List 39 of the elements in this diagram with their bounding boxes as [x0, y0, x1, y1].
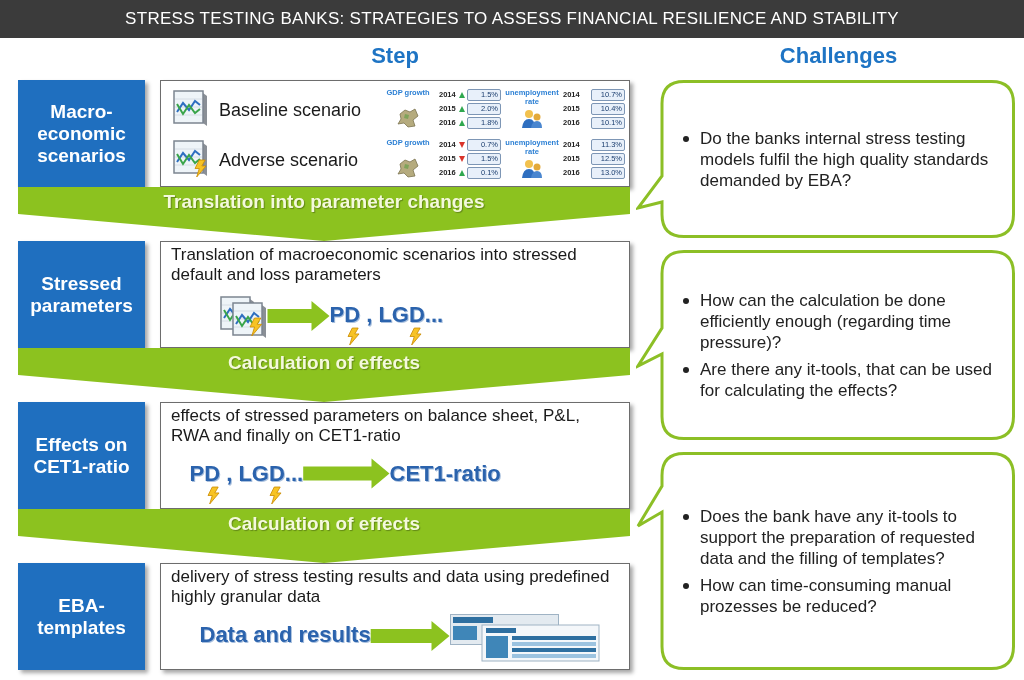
edge-label: Translation into parameter changes — [163, 190, 485, 213]
bullet-text: Are there any it-tools, that can be used for calculating the effects? — [700, 358, 993, 401]
chevron-arrow — [18, 348, 630, 402]
scenario-label: Baseline scenario — [219, 99, 362, 121]
chevron-arrow — [18, 509, 630, 563]
metric-text: CET1-ratio — [389, 460, 501, 487]
bullet-text: Do the banks internal stress testing models fulfil the high quality standards demanded by EBA? — [700, 127, 990, 191]
edge-label: Calculation of effects — [227, 512, 421, 535]
description-text: Translation of macroeconomic scenarios into stressed default and loss parameters — [171, 245, 578, 285]
speech-bubble — [636, 250, 1015, 440]
column-heading: Step — [370, 42, 420, 70]
arrow — [267, 301, 330, 331]
content-box — [160, 563, 630, 670]
metric-text: PD , LGD... — [329, 301, 444, 328]
step-box: Effects on CET1-ratio — [18, 402, 145, 509]
step-box: Macro-economic scenarios — [18, 80, 145, 187]
description-text: effects of stressed parameters on balance sheet, P&L, RWA and finally on CET1-ratio — [171, 406, 581, 446]
description-text: delivery of stress testing results and data using predefined highly granular data — [171, 567, 611, 607]
content-box — [160, 402, 630, 509]
step-box: Stressed parameters — [18, 241, 145, 348]
speech-bubble — [636, 80, 1015, 238]
content-box — [160, 241, 630, 348]
scenario-label: Adverse scenario — [219, 149, 359, 171]
step-box: EBA-templates — [18, 563, 145, 670]
arrow — [370, 621, 450, 651]
bullet-text: How can the calculation be done efficiently enough (regarding time pressure)? — [700, 289, 953, 353]
column-heading: Challenges — [778, 42, 899, 70]
metric-text: Data and results — [199, 621, 371, 648]
chevron-arrow — [18, 187, 630, 241]
arrow — [303, 458, 390, 489]
edge-label: Calculation of effects — [227, 351, 421, 374]
line-chart-icon — [219, 295, 268, 340]
bullet-text: Does the bank have any it-tools to support the preparation of requested data and the filling of templates? — [700, 505, 977, 569]
title: STRESS TESTING BANKS: STRATEGIES TO ASSESS FINANCIAL RESILIENCE AND STABILITY — [0, 0, 1024, 38]
content-box — [160, 80, 630, 187]
table-screenshot — [449, 613, 600, 662]
speech-bubble — [636, 452, 1015, 670]
metric-text: PD , LGD... — [189, 460, 304, 487]
bullet-text: How can time-consuming manual prozesses be reduced? — [700, 574, 953, 617]
